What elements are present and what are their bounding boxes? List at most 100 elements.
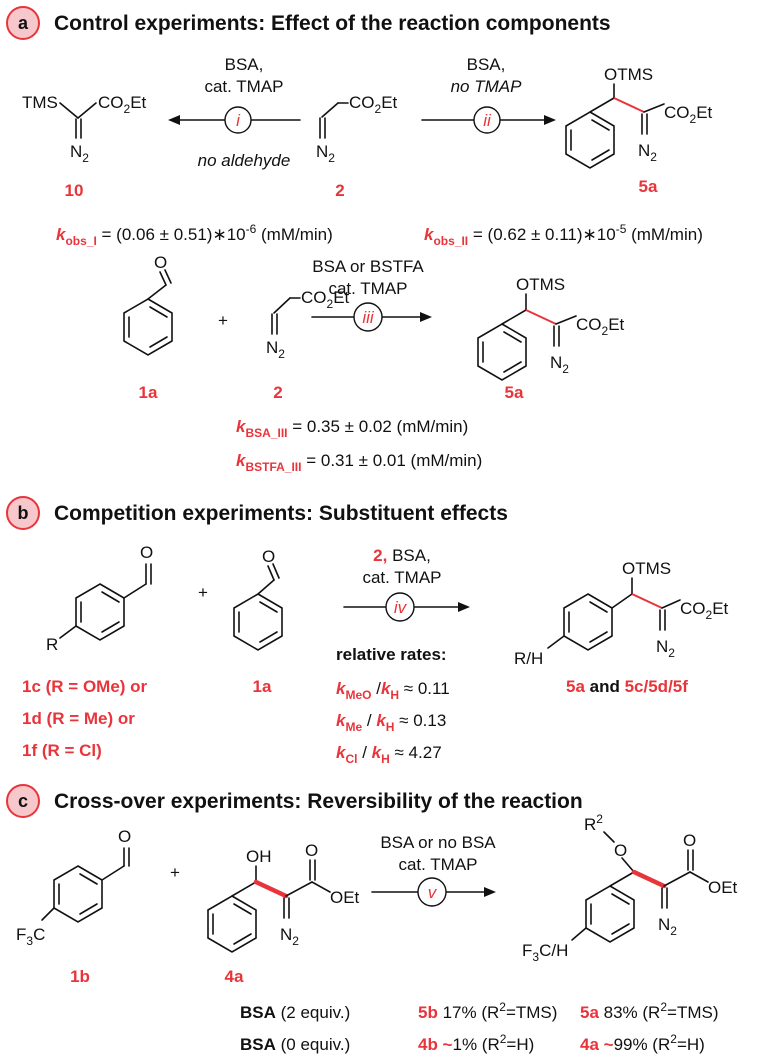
arrow-iv-reagent-2: cat. TMAP bbox=[362, 568, 441, 587]
compound-1a-label-b: 1a bbox=[253, 677, 272, 696]
otms-label: OTMS bbox=[604, 65, 653, 84]
step-iv-label: iv bbox=[394, 598, 408, 617]
arrow-iii: iii BSA or BSTFA cat. TMAP bbox=[311, 257, 432, 332]
compound-5a-label-iii: 5a bbox=[505, 383, 524, 402]
arrow-i-reagent-2: cat. TMAP bbox=[204, 77, 283, 96]
rate-meo: kMeO /kH ≈ 0.11 bbox=[336, 679, 450, 702]
arrow-i: i BSA, cat. TMAP no aldehyde bbox=[168, 55, 301, 170]
compound-2-label: 2 bbox=[335, 181, 344, 200]
section-b-title: Competition experiments: Substituent eff… bbox=[54, 502, 508, 525]
n2-label-product: N2 bbox=[658, 915, 677, 938]
plus-sign: + bbox=[218, 311, 228, 330]
arrow-v-reagent-1: BSA or no BSA bbox=[380, 833, 496, 852]
product-5-structure: OTMS CO2Et N2 R/H bbox=[514, 559, 729, 668]
co2et-label-5a-iii: CO2Et bbox=[576, 315, 625, 338]
aldehyde-o-label-c: O bbox=[118, 827, 131, 846]
section-c-badge-letter: c bbox=[18, 791, 28, 811]
co2et-label-5a: CO2Et bbox=[664, 103, 713, 126]
n2-label-2: N2 bbox=[316, 142, 335, 165]
r2-label: R2 bbox=[584, 812, 603, 834]
compound-5a-structure: OTMS CO2Et N2 bbox=[565, 65, 713, 169]
r-h-label: R/H bbox=[514, 649, 543, 668]
compound-4a-label: 4a bbox=[225, 967, 244, 986]
oh-label: OH bbox=[246, 847, 272, 866]
otms-label-iii: OTMS bbox=[516, 275, 565, 294]
r-label: R bbox=[46, 635, 58, 654]
compound-2-structure: CO2Et N2 bbox=[316, 93, 398, 165]
co2et-label: CO2Et bbox=[98, 93, 147, 116]
arrow-iii-reagent-1: BSA or BSTFA bbox=[312, 257, 424, 276]
oet-label: OEt bbox=[330, 888, 360, 907]
plus-sign-b: + bbox=[198, 583, 208, 602]
co2et-label-iii: CO2Et bbox=[301, 288, 350, 311]
n2-label: N2 bbox=[70, 142, 89, 165]
ester-o-label: O bbox=[305, 841, 318, 860]
compound-1a-structure: O bbox=[123, 253, 173, 356]
substrate-1f: 1f (R = Cl) bbox=[22, 741, 102, 760]
compound-4a-structure: OH O OEt N2 bbox=[207, 841, 360, 953]
arrow-i-condition: no aldehyde bbox=[198, 151, 291, 170]
arrow-ii: ii BSA, no TMAP bbox=[421, 55, 556, 134]
arrow-iv: iv 2, BSA, cat. TMAP bbox=[343, 546, 470, 622]
cf3-h-label: F3C/H bbox=[522, 941, 568, 964]
arrow-iv-reagent-1: 2, BSA, bbox=[373, 546, 431, 565]
section-a-title: Control experiments: Effect of the react… bbox=[54, 12, 611, 35]
compound-5a-label: 5a bbox=[639, 177, 658, 196]
k-bsa-iii: kBSA_III = 0.35 ± 0.02 (mM/min) bbox=[236, 417, 468, 440]
co2et-label-b: CO2Et bbox=[680, 599, 729, 622]
substrate-1c: 1c (R = OMe) or bbox=[22, 677, 148, 696]
n2-label-5a: N2 bbox=[638, 141, 657, 164]
k-bstfa-iii: kBSTFA_III = 0.31 ± 0.01 (mM/min) bbox=[236, 451, 482, 474]
plus-sign-c: + bbox=[170, 863, 180, 882]
result-row-bsa-0: BSA (0 equiv.)4b ~1% (R2=H)4a ~99% (R2=H… bbox=[240, 1032, 705, 1054]
compound-1a-structure-b: O bbox=[233, 547, 283, 651]
compound-2-structure-iii: CO2Et N2 bbox=[266, 288, 350, 361]
n2-label-5a-iii: N2 bbox=[550, 353, 569, 376]
section-a: a Control experiments: Effect of the rea… bbox=[6, 6, 713, 474]
n2-label-c: N2 bbox=[280, 925, 299, 948]
ester-o-label-product: O bbox=[683, 831, 696, 850]
step-v-label: v bbox=[428, 883, 438, 902]
substituted-benzaldehyde-structure: O R bbox=[46, 543, 153, 654]
section-a-badge bbox=[6, 6, 40, 40]
k-obs-ii: kobs_II = (0.62 ± 0.11)∗10-5 (mM/min) bbox=[424, 222, 703, 248]
section-c: c Cross-over experiments: Reversibility … bbox=[6, 784, 738, 1054]
cf3-label: F3C bbox=[16, 925, 45, 948]
section-c-title: Cross-over experiments: Reversibility of… bbox=[54, 790, 583, 813]
crossover-product-structure: O R2 O OEt N2 F3C/H bbox=[522, 812, 738, 964]
arrow-i-reagent-1: BSA, bbox=[225, 55, 264, 74]
compound-1a-label: 1a bbox=[139, 383, 158, 402]
section-b-badge-letter: b bbox=[18, 503, 29, 523]
step-ii-label: ii bbox=[483, 111, 492, 130]
rate-cl: kCl / kH ≈ 4.27 bbox=[336, 743, 442, 766]
compound-10-label: 10 bbox=[65, 181, 84, 200]
result-row-bsa-2: BSA (2 equiv.)5b 17% (R2=TMS)5a 83% (R2=… bbox=[240, 1000, 719, 1022]
k-obs-i: kobs_I = (0.06 ± 0.51)∗10-6 (mM/min) bbox=[56, 222, 333, 248]
section-a-badge-letter: a bbox=[18, 13, 29, 33]
arrow-iii-reagent-2: cat. TMAP bbox=[328, 279, 407, 298]
step-i-label: i bbox=[236, 111, 241, 130]
substrate-1d: 1d (R = Me) or bbox=[22, 709, 135, 728]
step-iii-label: iii bbox=[362, 308, 375, 327]
section-b-badge bbox=[6, 496, 40, 530]
oet-label-product: OEt bbox=[708, 878, 738, 897]
arrow-v-reagent-2: cat. TMAP bbox=[398, 855, 477, 874]
aldehyde-o-label: O bbox=[154, 253, 167, 272]
aldehyde-o-label-b: O bbox=[140, 543, 153, 562]
section-b: b Competition experiments: Substituent e… bbox=[6, 496, 729, 766]
arrow-ii-condition: no TMAP bbox=[451, 77, 523, 96]
n2-label-iii: N2 bbox=[266, 338, 285, 361]
tms-label: TMS bbox=[22, 93, 58, 112]
relative-rates-heading: relative rates: bbox=[336, 645, 447, 664]
compound-1b-structure: O F3C bbox=[16, 827, 131, 948]
compound-2-label-iii: 2 bbox=[273, 383, 282, 402]
co2et-label-2: CO2Et bbox=[349, 93, 398, 116]
compound-1b-label: 1b bbox=[70, 967, 90, 986]
compound-10-structure: TMS CO2Et N2 bbox=[22, 93, 147, 165]
rate-me: kMe / kH ≈ 0.13 bbox=[336, 711, 446, 734]
section-c-badge bbox=[6, 784, 40, 818]
otms-label-b: OTMS bbox=[622, 559, 671, 578]
n2-label-b: N2 bbox=[656, 637, 675, 660]
arrow-ii-reagent-1: BSA, bbox=[467, 55, 506, 74]
